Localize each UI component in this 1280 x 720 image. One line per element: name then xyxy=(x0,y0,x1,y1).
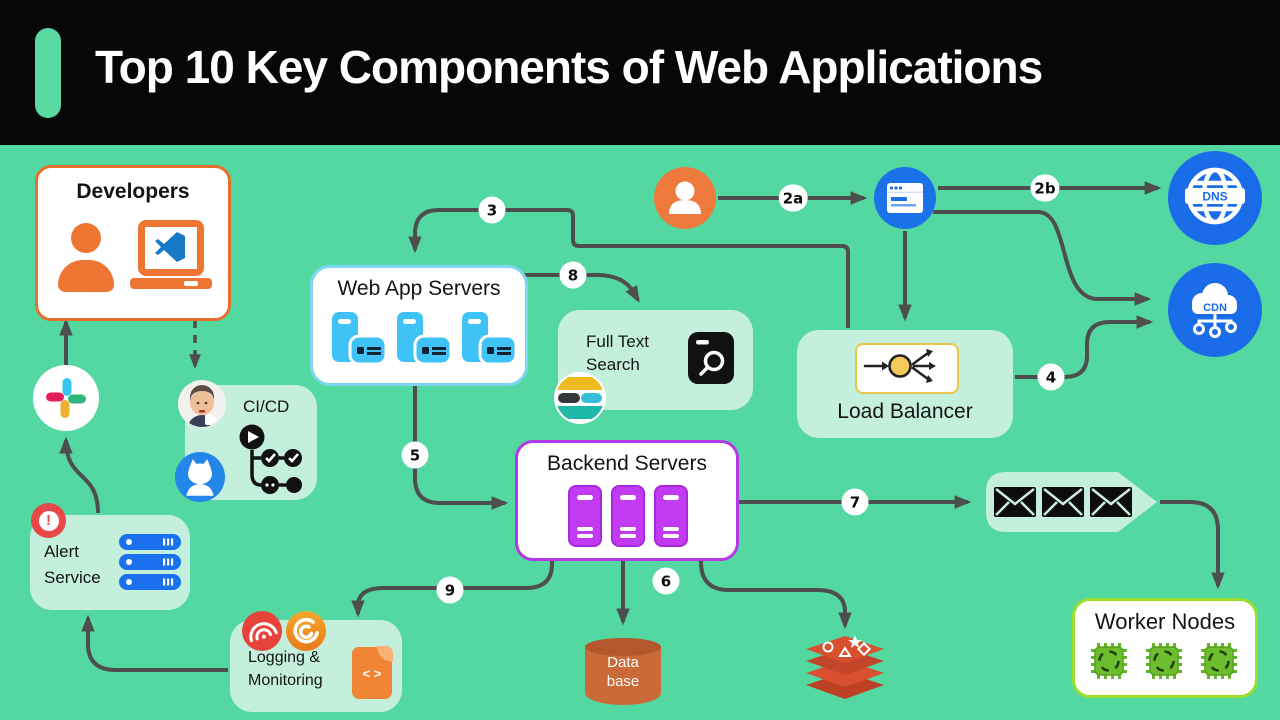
database-cylinder: Data base xyxy=(585,638,661,705)
step-badge-4: 4 xyxy=(1037,363,1065,391)
envelope-icon xyxy=(994,487,1036,517)
step-badge-7: 7 xyxy=(841,488,869,516)
page-title: Top 10 Key Components of Web Application… xyxy=(95,41,1043,93)
edge-alert-slack xyxy=(59,436,100,514)
dns-globe-icon: DNS xyxy=(1168,151,1262,245)
grafana-icon xyxy=(286,611,326,651)
backend-servers-box: Backend Servers xyxy=(515,440,739,561)
log-file-icon: < > xyxy=(352,646,393,699)
envelope-icon xyxy=(1090,487,1132,517)
edge-browser-cdn xyxy=(933,210,1152,306)
logging-monitoring-label: Logging & Monitoring xyxy=(248,649,323,689)
server-stack-icon xyxy=(119,534,181,590)
slack-icon xyxy=(33,365,99,431)
backend-servers-label: Backend Servers xyxy=(547,452,707,475)
server-icon xyxy=(332,312,388,366)
redis-icon xyxy=(806,635,884,699)
alert-icon: ! xyxy=(31,503,66,538)
server-icon xyxy=(611,485,645,547)
browser-icon xyxy=(874,167,936,229)
header-bar: Top 10 Key Components of Web Application… xyxy=(0,0,1280,145)
server-icon xyxy=(397,312,453,366)
load-balancer-label: Load Balancer xyxy=(837,400,973,423)
pipeline-icon xyxy=(239,424,302,494)
full-text-search-label: Full Text Search xyxy=(586,332,649,374)
step-badge-5: 5 xyxy=(401,441,429,469)
step-badge-3: 3 xyxy=(478,196,506,224)
step-badge-2a: 2a xyxy=(778,184,808,212)
load-balancer-box: Load Balancer xyxy=(797,330,1013,438)
edge-lb-webapp xyxy=(408,208,850,328)
step-badge-9: 9 xyxy=(436,576,464,604)
server-icon xyxy=(462,312,518,366)
developers-box: Developers xyxy=(35,165,231,321)
edge-logging-alert xyxy=(81,614,228,672)
user-icon xyxy=(654,167,716,229)
envelope-icon xyxy=(1042,487,1084,517)
server-icon xyxy=(568,485,602,547)
chip-icon xyxy=(1201,643,1237,679)
step-badge-6: 6 xyxy=(652,567,680,595)
edge-lb-cdn xyxy=(1015,315,1154,379)
jenkins-icon xyxy=(178,380,226,428)
load-balancer-icon xyxy=(855,343,959,394)
folded-corner xyxy=(377,646,393,662)
search-doc-icon xyxy=(688,332,734,384)
dns-label: DNS xyxy=(1202,190,1227,204)
edge-queue-worker xyxy=(1160,500,1225,590)
message-queue xyxy=(986,472,1158,532)
database-label-line2: base xyxy=(606,673,640,690)
edge-backend-redis xyxy=(699,557,852,630)
worker-nodes-box: Worker Nodes xyxy=(1072,598,1258,698)
code-glyph: < > xyxy=(362,665,382,681)
chip-icon xyxy=(1091,643,1127,679)
web-app-servers-box: Web App Servers xyxy=(310,265,528,386)
cicd-label: CI/CD xyxy=(243,397,290,416)
github-icon xyxy=(175,452,225,502)
step-badge-8: 8 xyxy=(559,261,587,289)
edge-webapp-backend xyxy=(413,382,509,510)
worker-nodes-label: Worker Nodes xyxy=(1094,609,1236,634)
step-badge-2b: 2b xyxy=(1030,174,1060,202)
vscode-icon xyxy=(155,232,185,262)
web-app-servers-label: Web App Servers xyxy=(337,277,501,300)
chip-icon xyxy=(1146,643,1182,679)
alert-service-label: Alert Service xyxy=(44,542,101,587)
database-label-line1: Data xyxy=(607,654,639,671)
elasticsearch-icon xyxy=(554,372,606,424)
sentry-icon xyxy=(242,611,282,651)
cdn-label: CDN xyxy=(1203,302,1227,314)
server-icon xyxy=(654,485,688,547)
accent-bar xyxy=(35,28,61,118)
developers-label: Developers xyxy=(76,180,190,203)
edge-webapp-fulltext xyxy=(524,273,640,303)
cdn-cloud-icon: CDN xyxy=(1168,263,1262,357)
